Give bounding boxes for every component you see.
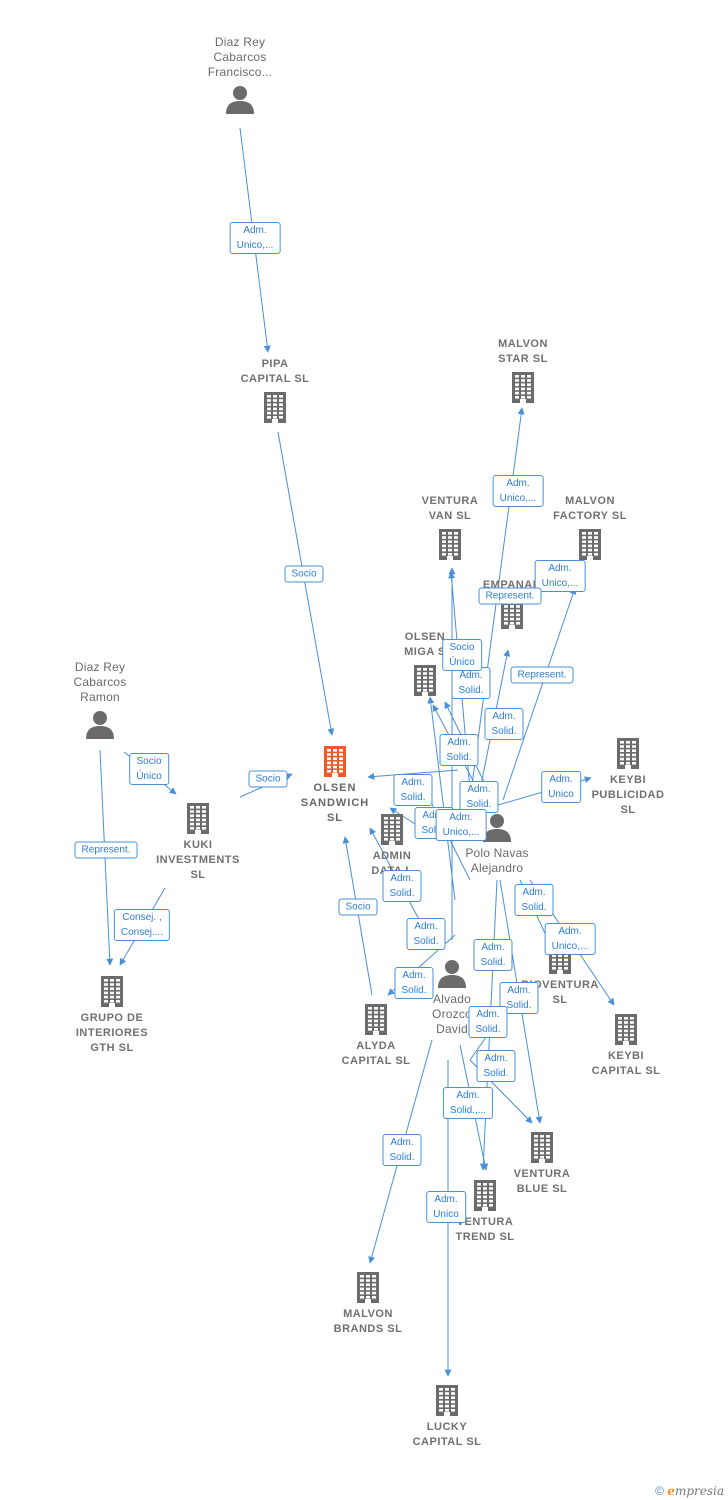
company-node-kuki[interactable]: KUKI INVESTMENTS SL	[128, 802, 268, 883]
company-node-malvon-brands[interactable]: MALVON BRANDS SL	[298, 1271, 438, 1337]
node-label: VENTURA BLUE SL	[513, 1168, 571, 1195]
node-label: KUKI INVESTMENTS SL	[156, 839, 240, 881]
person-icon	[438, 960, 466, 988]
company-node-ventura-van[interactable]: VENTURA VAN SL	[380, 494, 520, 560]
relationship-label[interactable]: Socio	[338, 898, 378, 916]
copyright-footer: © empresia	[655, 1484, 724, 1498]
relationship-label[interactable]: Adm. Solid.,...	[442, 1087, 494, 1119]
company-node-grupo[interactable]: GRUPO DE INTERIORES GTH SL	[42, 975, 182, 1056]
person-node-polo[interactable]: Polo Navas Alejandro	[427, 812, 567, 876]
building-icon	[264, 392, 286, 423]
node-label: BIOVENTURA SL	[521, 979, 599, 1006]
relationship-label[interactable]: Socio Único	[442, 639, 482, 671]
brand-logo[interactable]: empresia	[667, 1484, 724, 1498]
company-node-malvon-factory[interactable]: MALVON FACTORY SL	[520, 494, 660, 560]
node-label: LUCKY CAPITAL SL	[412, 1421, 482, 1448]
company-node-olsen-sandwich[interactable]: OLSEN SANDWICH SL	[265, 745, 405, 826]
node-label: VENTURA TREND SL	[455, 1216, 515, 1243]
building-icon	[439, 529, 461, 560]
edge-line	[342, 836, 373, 996]
company-node-ventura-blue[interactable]: VENTURA BLUE SL	[472, 1131, 612, 1197]
company-node-keybi-cap[interactable]: KEYBI CAPITAL SL	[556, 1013, 696, 1079]
node-label: KEYBI PUBLICIDAD SL	[591, 774, 665, 816]
building-icon	[324, 746, 346, 777]
node-label: VENTURA VAN SL	[421, 495, 479, 522]
node-label: ALYDA CAPITAL SL	[341, 1040, 411, 1067]
building-icon	[615, 1014, 637, 1045]
company-node-pipa[interactable]: PIPA CAPITAL SL	[205, 357, 345, 423]
node-label: Diaz Rey Cabarcos Ramon	[73, 660, 127, 704]
company-node-keybi-pub[interactable]: KEYBI PUBLICIDAD SL	[558, 737, 698, 818]
relationship-label[interactable]: Represent.	[74, 841, 138, 859]
company-node-malvon-star[interactable]: MALVON STAR SL	[453, 337, 593, 403]
relationship-label[interactable]: Adm. Solid.	[439, 734, 479, 766]
building-icon	[531, 1132, 553, 1163]
building-icon	[617, 738, 639, 769]
node-label: Diaz Rey Cabarcos Francisco...	[207, 35, 273, 79]
relationship-label[interactable]: Adm. Solid.	[499, 982, 539, 1014]
node-label: MALVON STAR SL	[498, 338, 548, 365]
relationship-label[interactable]: Adm. Unico,...	[544, 923, 596, 955]
edge-line	[502, 587, 577, 801]
relationship-label[interactable]: Adm. Unico,...	[492, 475, 544, 507]
relationship-label[interactable]: Adm. Solid.	[473, 939, 513, 971]
node-label: Alvado Orozco David	[432, 992, 472, 1036]
person-icon	[226, 86, 254, 114]
relationship-label[interactable]: Adm. Unico	[426, 1191, 466, 1223]
relationship-label[interactable]: Adm. Unico,...	[534, 560, 586, 592]
relationship-label[interactable]: Adm. Solid.	[484, 708, 524, 740]
company-node-ventura-trend[interactable]: VENTURA TREND SL	[415, 1179, 555, 1245]
relationship-label[interactable]: Adm. Unico,...	[229, 222, 281, 254]
relationship-label[interactable]: Adm. Solid.	[514, 884, 554, 916]
relationship-label[interactable]: Represent.	[478, 587, 542, 605]
node-label: MALVON FACTORY SL	[553, 495, 627, 522]
company-node-alyda[interactable]: ALYDA CAPITAL SL	[306, 1003, 446, 1069]
person-icon	[483, 814, 511, 842]
node-label: PIPA CAPITAL SL	[240, 358, 310, 385]
building-icon	[365, 1004, 387, 1035]
building-icon	[501, 598, 523, 629]
relationship-label[interactable]: Adm. Solid.	[382, 1134, 422, 1166]
building-icon	[414, 665, 436, 696]
relationship-label[interactable]: Adm. Solid.	[382, 870, 422, 902]
relationship-label[interactable]: Consej. , Consej....	[113, 909, 171, 941]
node-label: OLSEN MIGA S	[404, 631, 446, 658]
relationship-label[interactable]: Socio	[284, 565, 324, 583]
node-label: KEYBI CAPITAL SL	[591, 1050, 661, 1077]
edge-line	[427, 696, 456, 901]
company-node-olsen-miga[interactable]: OLSEN MIGA S	[355, 630, 495, 696]
edge-line	[367, 769, 459, 781]
relationship-label[interactable]: Adm. Solid.	[406, 918, 446, 950]
company-node-lucky[interactable]: LUCKY CAPITAL SL	[377, 1384, 517, 1450]
building-icon	[474, 1180, 496, 1211]
relationship-label[interactable]: Adm. Solid.	[476, 1050, 516, 1082]
building-icon	[436, 1385, 458, 1416]
person-node-diaz-ramon[interactable]: Diaz Rey Cabarcos Ramon	[30, 660, 170, 739]
relationship-label[interactable]: Socio Único	[129, 753, 169, 785]
relationship-label[interactable]: Adm. Solid.	[393, 774, 433, 806]
relationship-label[interactable]: Adm. Solid.	[468, 1006, 508, 1038]
person-icon	[86, 711, 114, 739]
building-icon	[187, 803, 209, 834]
relationship-label[interactable]: Represent.	[510, 666, 574, 684]
node-label: Polo Navas Alejandro	[465, 846, 529, 875]
copyright-symbol: ©	[655, 1484, 664, 1498]
node-label: GRUPO DE INTERIORES GTH SL	[75, 1012, 149, 1054]
node-label: OLSEN SANDWICH SL	[300, 782, 370, 824]
building-icon	[579, 529, 601, 560]
relationship-label[interactable]: Adm. Unico,...	[435, 809, 487, 841]
building-icon	[357, 1272, 379, 1303]
relationship-label[interactable]: Adm. Solid.	[451, 667, 491, 699]
node-label: MALVON BRANDS SL	[333, 1308, 403, 1335]
building-icon	[381, 814, 403, 845]
relationship-label[interactable]: Socio	[248, 770, 288, 788]
building-icon	[101, 976, 123, 1007]
building-icon	[512, 372, 534, 403]
person-node-alvado[interactable]: Alvado Orozco David	[382, 958, 522, 1037]
relationship-label[interactable]: Adm. Solid.	[459, 781, 499, 813]
relationship-label[interactable]: Adm. Unico	[541, 771, 581, 803]
relationship-label[interactable]: Adm. Solid.	[394, 967, 434, 999]
edge-line	[277, 431, 335, 736]
person-node-diaz-francisco[interactable]: Diaz Rey Cabarcos Francisco...	[170, 35, 310, 114]
